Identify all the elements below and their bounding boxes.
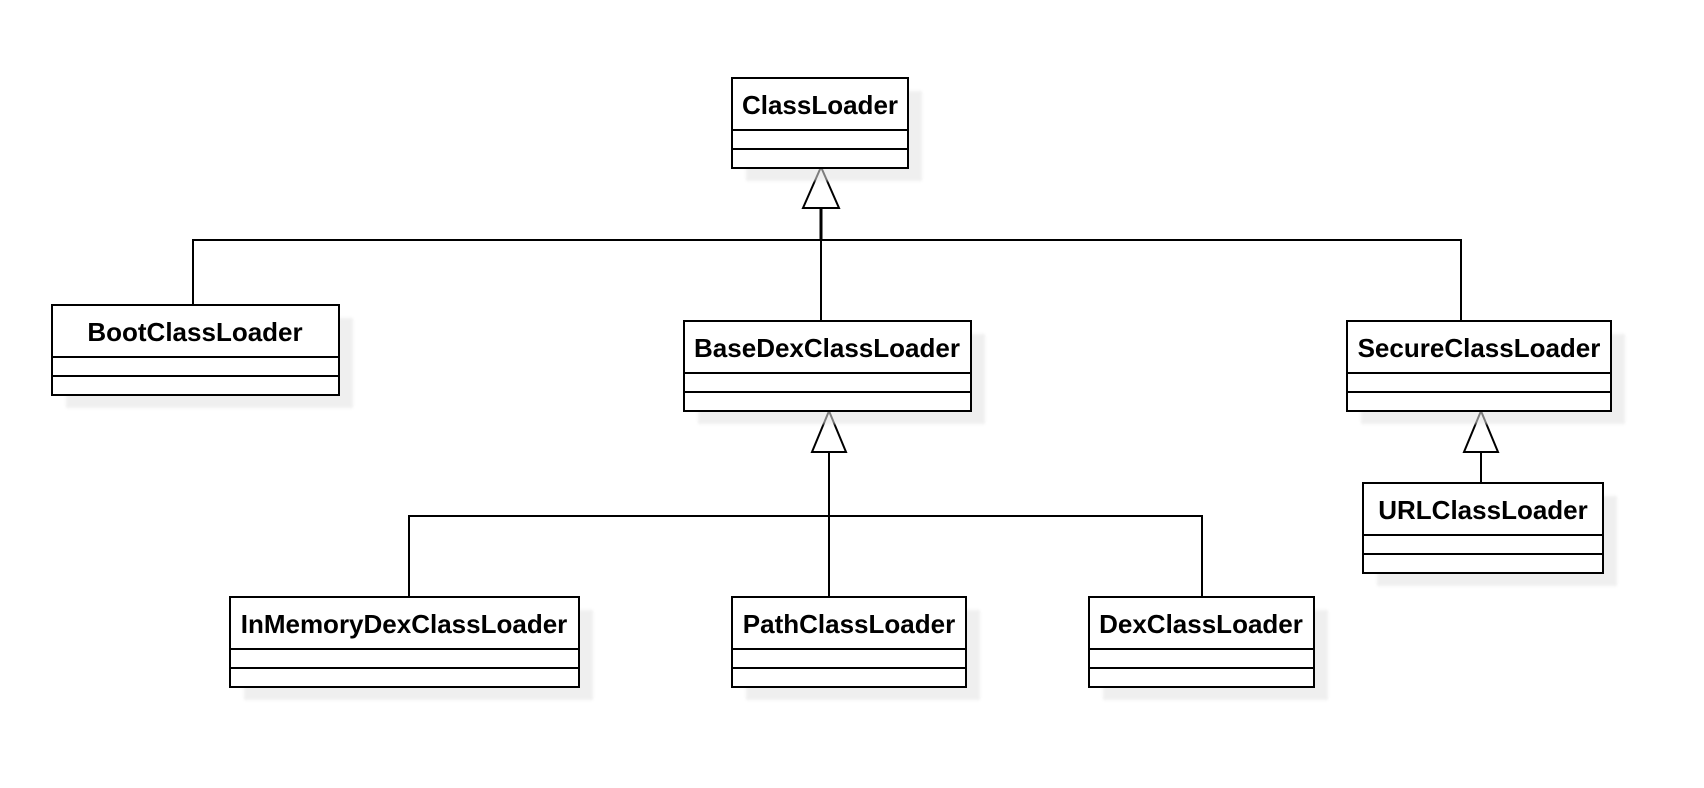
connector-inmemorydexclassloader [408, 515, 829, 597]
class-box-classloader[interactable]: ClassLoader [731, 77, 922, 181]
class-name-inmemorydexclassloader: InMemoryDexClassLoader [241, 609, 568, 639]
connector-dexclassloader [829, 515, 1203, 597]
class-box-pathclassloader[interactable]: PathClassLoader [731, 596, 980, 700]
arrowhead-secureclassloader [1462, 408, 1500, 453]
class-name-classloader: ClassLoader [742, 90, 898, 120]
generalization-arrowheads [801, 164, 1500, 453]
connector-secureclassloader [817, 239, 1462, 321]
class-name-dexclassloader: DexClassLoader [1099, 609, 1303, 639]
class-box-bootclassloader[interactable]: BootClassLoader [51, 304, 353, 408]
arrowhead-classloader [801, 164, 841, 209]
arrowhead-basedexclassloader [810, 408, 848, 453]
class-name-pathclassloader: PathClassLoader [743, 609, 955, 639]
class-box-dexclassloader[interactable]: DexClassLoader [1088, 596, 1328, 700]
class-box-urlclassloader[interactable]: URLClassLoader [1362, 482, 1617, 586]
class-name-urlclassloader: URLClassLoader [1378, 495, 1588, 525]
class-box-secureclassloader[interactable]: SecureClassLoader [1346, 320, 1625, 424]
connector-bootclassloader [192, 239, 817, 305]
class-box-inmemorydexclassloader[interactable]: InMemoryDexClassLoader [229, 596, 593, 700]
class-name-basedexclassloader: BaseDexClassLoader [694, 333, 960, 363]
class-name-secureclassloader: SecureClassLoader [1358, 333, 1601, 363]
inheritance-connectors [192, 208, 1482, 597]
class-box-basedexclassloader[interactable]: BaseDexClassLoader [683, 320, 985, 424]
class-name-bootclassloader: BootClassLoader [87, 317, 302, 347]
